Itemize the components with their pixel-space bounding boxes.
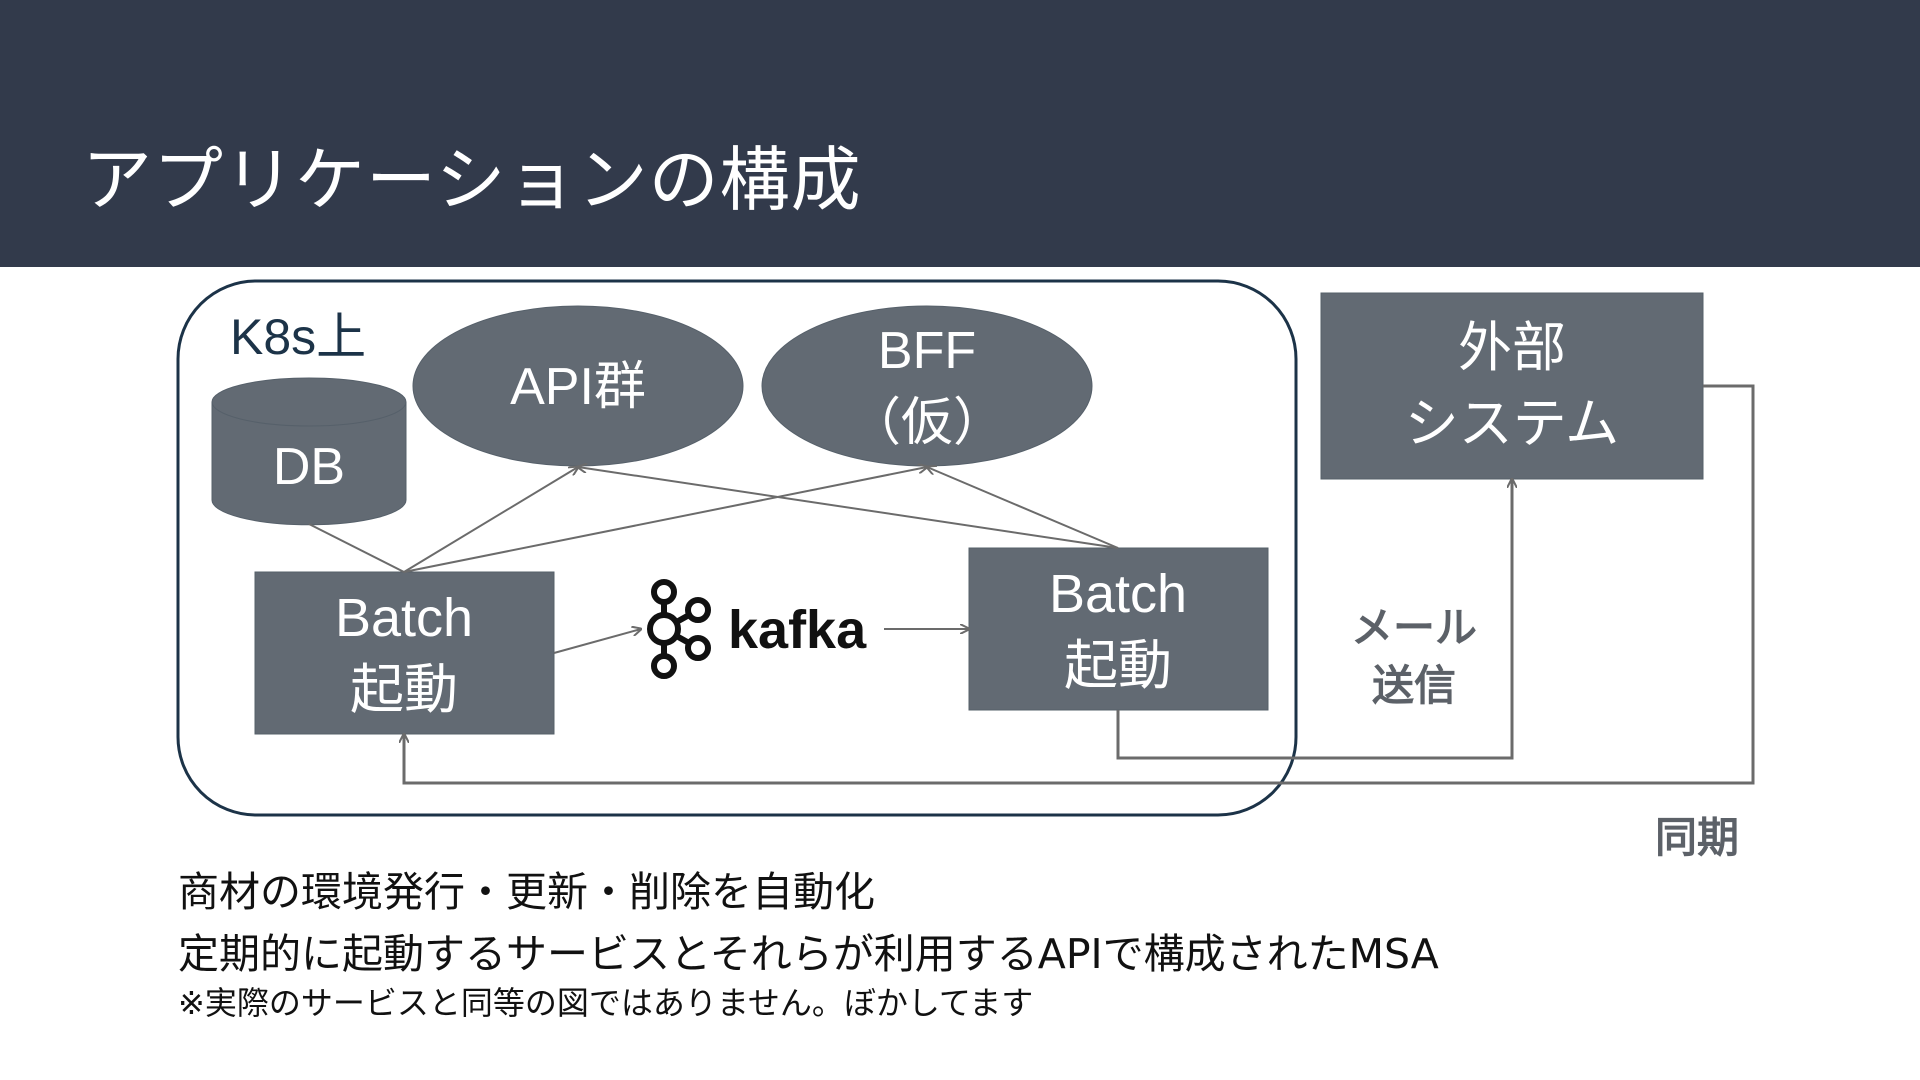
external-system-node: 外部 システム: [1320, 292, 1704, 480]
caption-line-2: 定期的に起動するサービスとそれらが利用するAPIで構成されたMSA: [178, 930, 1439, 978]
caption-line-1: 商材の環境発行・更新・削除を自動化: [178, 868, 875, 916]
edge-batch-left-kafka: [553, 629, 641, 654]
batch-left-node: Batch 起動: [254, 571, 555, 735]
edge-batch-right-api: [578, 467, 1119, 549]
edge-batch-left-api: [403, 467, 578, 573]
batch-right-node: Batch 起動: [968, 547, 1269, 711]
edge-batch-right-bff: [927, 467, 1119, 549]
db-node: DB: [211, 377, 407, 526]
batch-right-label-line1: Batch: [1049, 564, 1187, 624]
external-system-label-line1: 外部: [1458, 318, 1566, 378]
batch-left-label-line2: 起動: [350, 660, 458, 720]
k8s-cluster-label: K8s上: [230, 309, 366, 365]
bff-node: BFF （仮）: [761, 305, 1093, 467]
mail-send-label-line1: メール: [1351, 604, 1477, 651]
edge-mail-send: [1116, 479, 1512, 760]
edge-batch-left-bff: [403, 467, 927, 573]
title-bar: [0, 0, 1920, 267]
batch-right-label-line2: 起動: [1064, 636, 1172, 696]
kafka-icon: [647, 579, 711, 679]
caption-note: ※実際のサービスと同等の図ではありません。ぼかしてます: [178, 984, 1034, 1022]
sync-label: 同期: [1655, 814, 1739, 861]
external-system-label-line2: システム: [1405, 394, 1619, 454]
db-label: DB: [273, 438, 345, 496]
k8s-cluster-boundary: [176, 279, 1298, 817]
batch-left-label-line1: Batch: [335, 588, 473, 648]
api-group-label: API群: [510, 358, 646, 416]
kafka-label: kafka: [728, 600, 867, 660]
page-title: アプリケーションの構成: [82, 139, 862, 221]
edge-db-batch-left: [308, 523, 405, 573]
bff-label-line1: BFF: [878, 322, 976, 380]
kafka-logo: kafka: [647, 579, 867, 679]
connectors: [308, 467, 1119, 654]
edge-sync: [404, 384, 1755, 785]
api-group-node: API群: [412, 305, 744, 467]
bff-label-line2: （仮）: [849, 394, 1005, 452]
mail-send-label-line2: 送信: [1372, 662, 1456, 709]
